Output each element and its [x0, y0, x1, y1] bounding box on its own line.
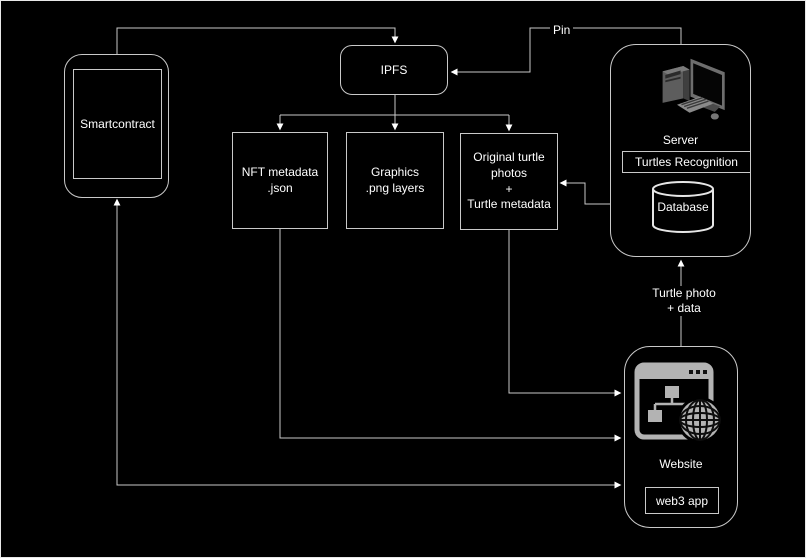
graphics-node: Graphics .png layers — [346, 132, 444, 229]
website-label: Website — [659, 457, 703, 471]
edge-smartcontract-ipfs — [116, 27, 399, 54]
graphics-label: Graphics .png layers — [365, 164, 425, 195]
smartcontract-inner-frame: Smartcontract — [73, 69, 162, 179]
database-node: Database — [651, 180, 715, 234]
nft-metadata-node: NFT metadata .json — [232, 132, 328, 229]
turtle-photo-data-edge-label: Turtle photo + data — [638, 286, 730, 316]
edge-nft-website — [279, 229, 622, 442]
smartcontract-node: Smartcontract — [64, 54, 169, 198]
edge-original-website — [508, 230, 622, 397]
website-container: Website web3 app — [624, 346, 738, 528]
pin-edge-label: Pin — [550, 23, 574, 38]
web3-app-label: web3 app — [655, 493, 709, 508]
database-label: Database — [657, 200, 709, 214]
turtles-recognition-label: Turtles Recognition — [635, 155, 738, 169]
ipfs-node: IPFS — [340, 45, 448, 95]
nft-metadata-label: NFT metadata .json — [241, 164, 319, 195]
edge-website-smartcontract — [113, 198, 622, 489]
desktop-computer-icon — [662, 58, 725, 120]
edge-server-ipfs-pin — [450, 27, 682, 76]
turtles-recognition-box: Turtles Recognition — [622, 151, 751, 173]
ipfs-label: IPFS — [380, 63, 408, 77]
web3-app-box: web3 app — [645, 487, 719, 514]
edge-server-original — [559, 179, 610, 205]
database-cylinder-icon — [652, 181, 714, 233]
browser-window-globe-icon — [634, 362, 723, 443]
original-photos-node: Original turtle photos + Turtle metadata — [460, 133, 558, 230]
original-photos-label: Original turtle photos + Turtle metadata — [467, 150, 551, 212]
server-label: Server — [662, 133, 699, 147]
smartcontract-label: Smartcontract — [80, 117, 155, 131]
server-container: Server Turtles Recognition Database — [610, 44, 751, 257]
edge-ipfs-branch-trunk — [280, 95, 509, 116]
globe-icon — [677, 397, 723, 443]
